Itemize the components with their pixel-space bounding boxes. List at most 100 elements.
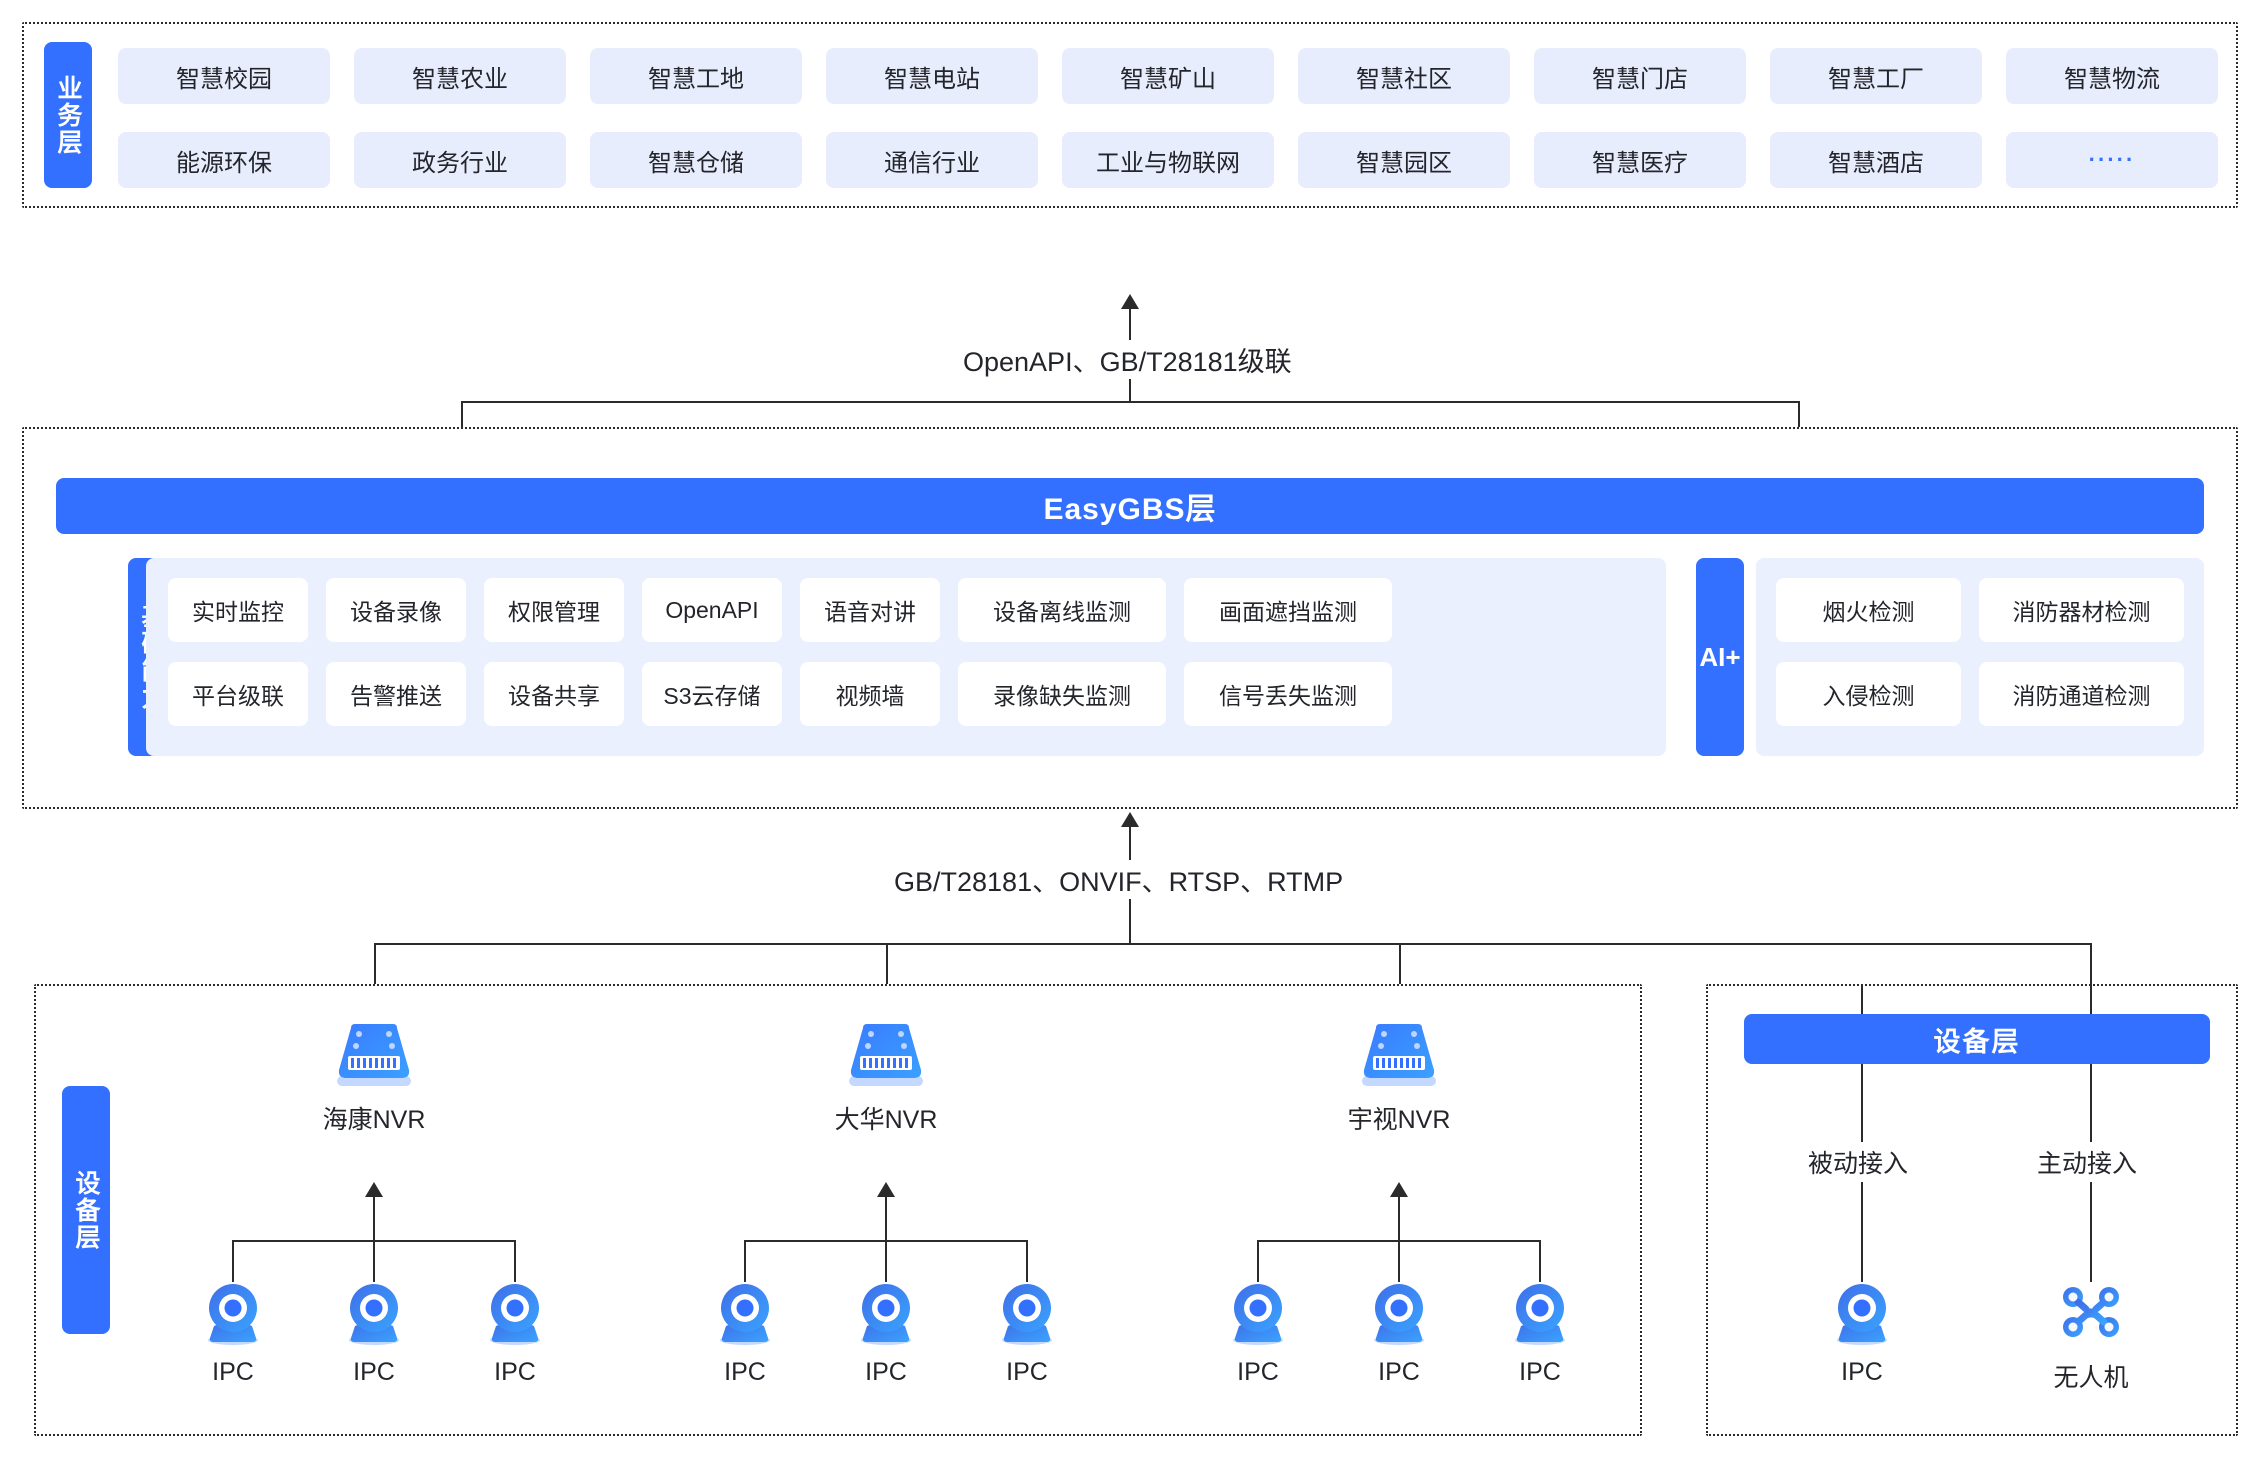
business-tag[interactable]: 工业与物联网 [1062, 132, 1274, 188]
capability-chip[interactable]: 设备录像 [326, 578, 466, 642]
nvr-2-stem [885, 1196, 887, 1240]
capability-chip[interactable]: 实时监控 [168, 578, 308, 642]
drone-node[interactable]: 无人机 [2050, 1282, 2132, 1394]
ipc-node[interactable]: IPC [1821, 1282, 1903, 1387]
ipc-node[interactable]: IPC [1217, 1282, 1299, 1387]
business-tag[interactable]: 智慧农业 [354, 48, 566, 104]
ai-plus-badge: AI+ [1696, 558, 1744, 756]
ai-capability-chip[interactable]: 消防通道检测 [1979, 662, 2184, 726]
ipc-node[interactable]: IPC [704, 1282, 786, 1387]
ipc-label: IPC [212, 1358, 254, 1386]
nvr-3-stem [1398, 1196, 1400, 1240]
ipc-label: IPC [494, 1358, 536, 1386]
nvr-1-arrow-icon [365, 1182, 383, 1197]
ipc-label: IPC [724, 1358, 766, 1386]
business-layer-side-label-text: 业务层 [54, 74, 82, 156]
passive-access-label: 被动接入 [1798, 1142, 1919, 1182]
camera-icon [1233, 1284, 1283, 1345]
business-tag[interactable]: 智慧社区 [1298, 48, 1510, 104]
nvr-node[interactable]: 宇视NVR [1333, 1020, 1465, 1136]
nvr-2-arrow-icon [877, 1182, 895, 1197]
business-tag[interactable]: 智慧医疗 [1534, 132, 1746, 188]
camera-icon [861, 1284, 911, 1345]
nvr-3-drop-c [1539, 1240, 1541, 1282]
business-layer-side-label: 业务层 [44, 42, 92, 188]
camera-icon [208, 1284, 258, 1345]
business-tag-more[interactable]: ····· [2006, 132, 2218, 188]
business-tag[interactable]: 智慧门店 [1534, 48, 1746, 104]
camera-icon [1002, 1284, 1052, 1345]
bottom-connector-horizontal-line [374, 943, 2091, 945]
capability-chip[interactable]: 设备离线监测 [958, 578, 1166, 642]
ai-capability-chip[interactable]: 消防器材检测 [1979, 578, 2184, 642]
device-layer-left-side-label-text: 设备层 [72, 1169, 100, 1251]
device-right-branch-line-left [1861, 984, 1863, 1014]
capability-chip[interactable]: 设备共享 [484, 662, 624, 726]
business-tag[interactable]: 智慧园区 [1298, 132, 1510, 188]
ai-capability-chip[interactable]: 入侵检测 [1776, 662, 1961, 726]
device-layer-right-bar[interactable]: 设备层 [1744, 1014, 2210, 1064]
top-connector-label: OpenAPI、GB/T28181级联 [949, 340, 1306, 379]
ipc-label: IPC [1237, 1358, 1279, 1386]
business-tag[interactable]: 通信行业 [826, 132, 1038, 188]
nvr-node[interactable]: 海康NVR [308, 1020, 440, 1136]
camera-icon [1515, 1284, 1565, 1345]
nvr-1-drop-c [514, 1240, 516, 1282]
drone-label: 无人机 [2053, 1364, 2129, 1392]
nvr-label: 大华NVR [834, 1106, 938, 1134]
ipc-node[interactable]: IPC [1358, 1282, 1440, 1387]
base-capability-grid: 实时监控 设备录像 权限管理 OpenAPI 语音对讲 设备离线监测 画面遮挡监… [168, 578, 1646, 736]
ipc-node[interactable]: IPC [192, 1282, 274, 1387]
nvr-2-drop-b [885, 1240, 887, 1282]
bottom-connector-label: GB/T28181、ONVIF、RTSP、RTMP [880, 860, 1358, 899]
bottom-connector-branch-3 [1399, 943, 1401, 1011]
camera-icon [1374, 1284, 1424, 1345]
ipc-node[interactable]: IPC [986, 1282, 1068, 1387]
easygbs-layer-bar[interactable]: EasyGBS层 [56, 478, 2204, 534]
ipc-node[interactable]: IPC [474, 1282, 556, 1387]
ipc-label: IPC [865, 1358, 907, 1386]
capability-chip[interactable]: 录像缺失监测 [958, 662, 1166, 726]
nvr-label: 宇视NVR [1347, 1106, 1451, 1134]
ipc-label: IPC [1378, 1358, 1420, 1386]
bottom-connector-branch-1 [374, 943, 376, 1011]
camera-icon [1837, 1284, 1887, 1345]
ai-capability-chip[interactable]: 烟火检测 [1776, 578, 1961, 642]
nvr-label: 海康NVR [322, 1106, 426, 1134]
capability-chip[interactable]: 平台级联 [168, 662, 308, 726]
ipc-label: IPC [1841, 1358, 1883, 1386]
nvr-1-drop-b [373, 1240, 375, 1282]
capability-chip[interactable]: 告警推送 [326, 662, 466, 726]
business-tag[interactable]: 智慧工厂 [1770, 48, 1982, 104]
bottom-connector-arrow-icon [1121, 812, 1139, 827]
capability-chip[interactable]: OpenAPI [642, 578, 782, 642]
capability-chip[interactable]: 语音对讲 [800, 578, 940, 642]
camera-icon [720, 1284, 770, 1345]
capability-chip[interactable]: 画面遮挡监测 [1184, 578, 1392, 642]
nvr-node[interactable]: 大华NVR [820, 1020, 952, 1136]
capability-chip[interactable]: 权限管理 [484, 578, 624, 642]
business-tag[interactable]: 能源环保 [118, 132, 330, 188]
business-tag[interactable]: 智慧电站 [826, 48, 1038, 104]
ipc-node[interactable]: IPC [845, 1282, 927, 1387]
ipc-node[interactable]: IPC [1499, 1282, 1581, 1387]
capability-chip[interactable]: 信号丢失监测 [1184, 662, 1392, 726]
business-tag[interactable]: 智慧工地 [590, 48, 802, 104]
business-tag-grid: 智慧校园 智慧农业 智慧工地 智慧电站 智慧矿山 智慧社区 智慧门店 智慧工厂 … [118, 48, 2218, 188]
active-access-label: 主动接入 [2027, 1142, 2148, 1182]
nvr-icon [1362, 1024, 1436, 1086]
business-tag[interactable]: 智慧矿山 [1062, 48, 1274, 104]
business-tag[interactable]: 智慧酒店 [1770, 132, 1982, 188]
business-tag[interactable]: 智慧仓储 [590, 132, 802, 188]
capability-chip[interactable]: 视频墙 [800, 662, 940, 726]
ipc-node[interactable]: IPC [333, 1282, 415, 1387]
business-tag[interactable]: 智慧校园 [118, 48, 330, 104]
business-tag[interactable]: 政务行业 [354, 132, 566, 188]
bottom-connector-branch-4 [2090, 943, 2092, 1011]
capability-chip[interactable]: S3云存储 [642, 662, 782, 726]
ai-capability-grid: 烟火检测 消防器材检测 入侵检测 消防通道检测 [1776, 578, 2184, 736]
top-connector-arrow-icon [1121, 294, 1139, 309]
business-tag[interactable]: 智慧物流 [2006, 48, 2218, 104]
ipc-label: IPC [1519, 1358, 1561, 1386]
